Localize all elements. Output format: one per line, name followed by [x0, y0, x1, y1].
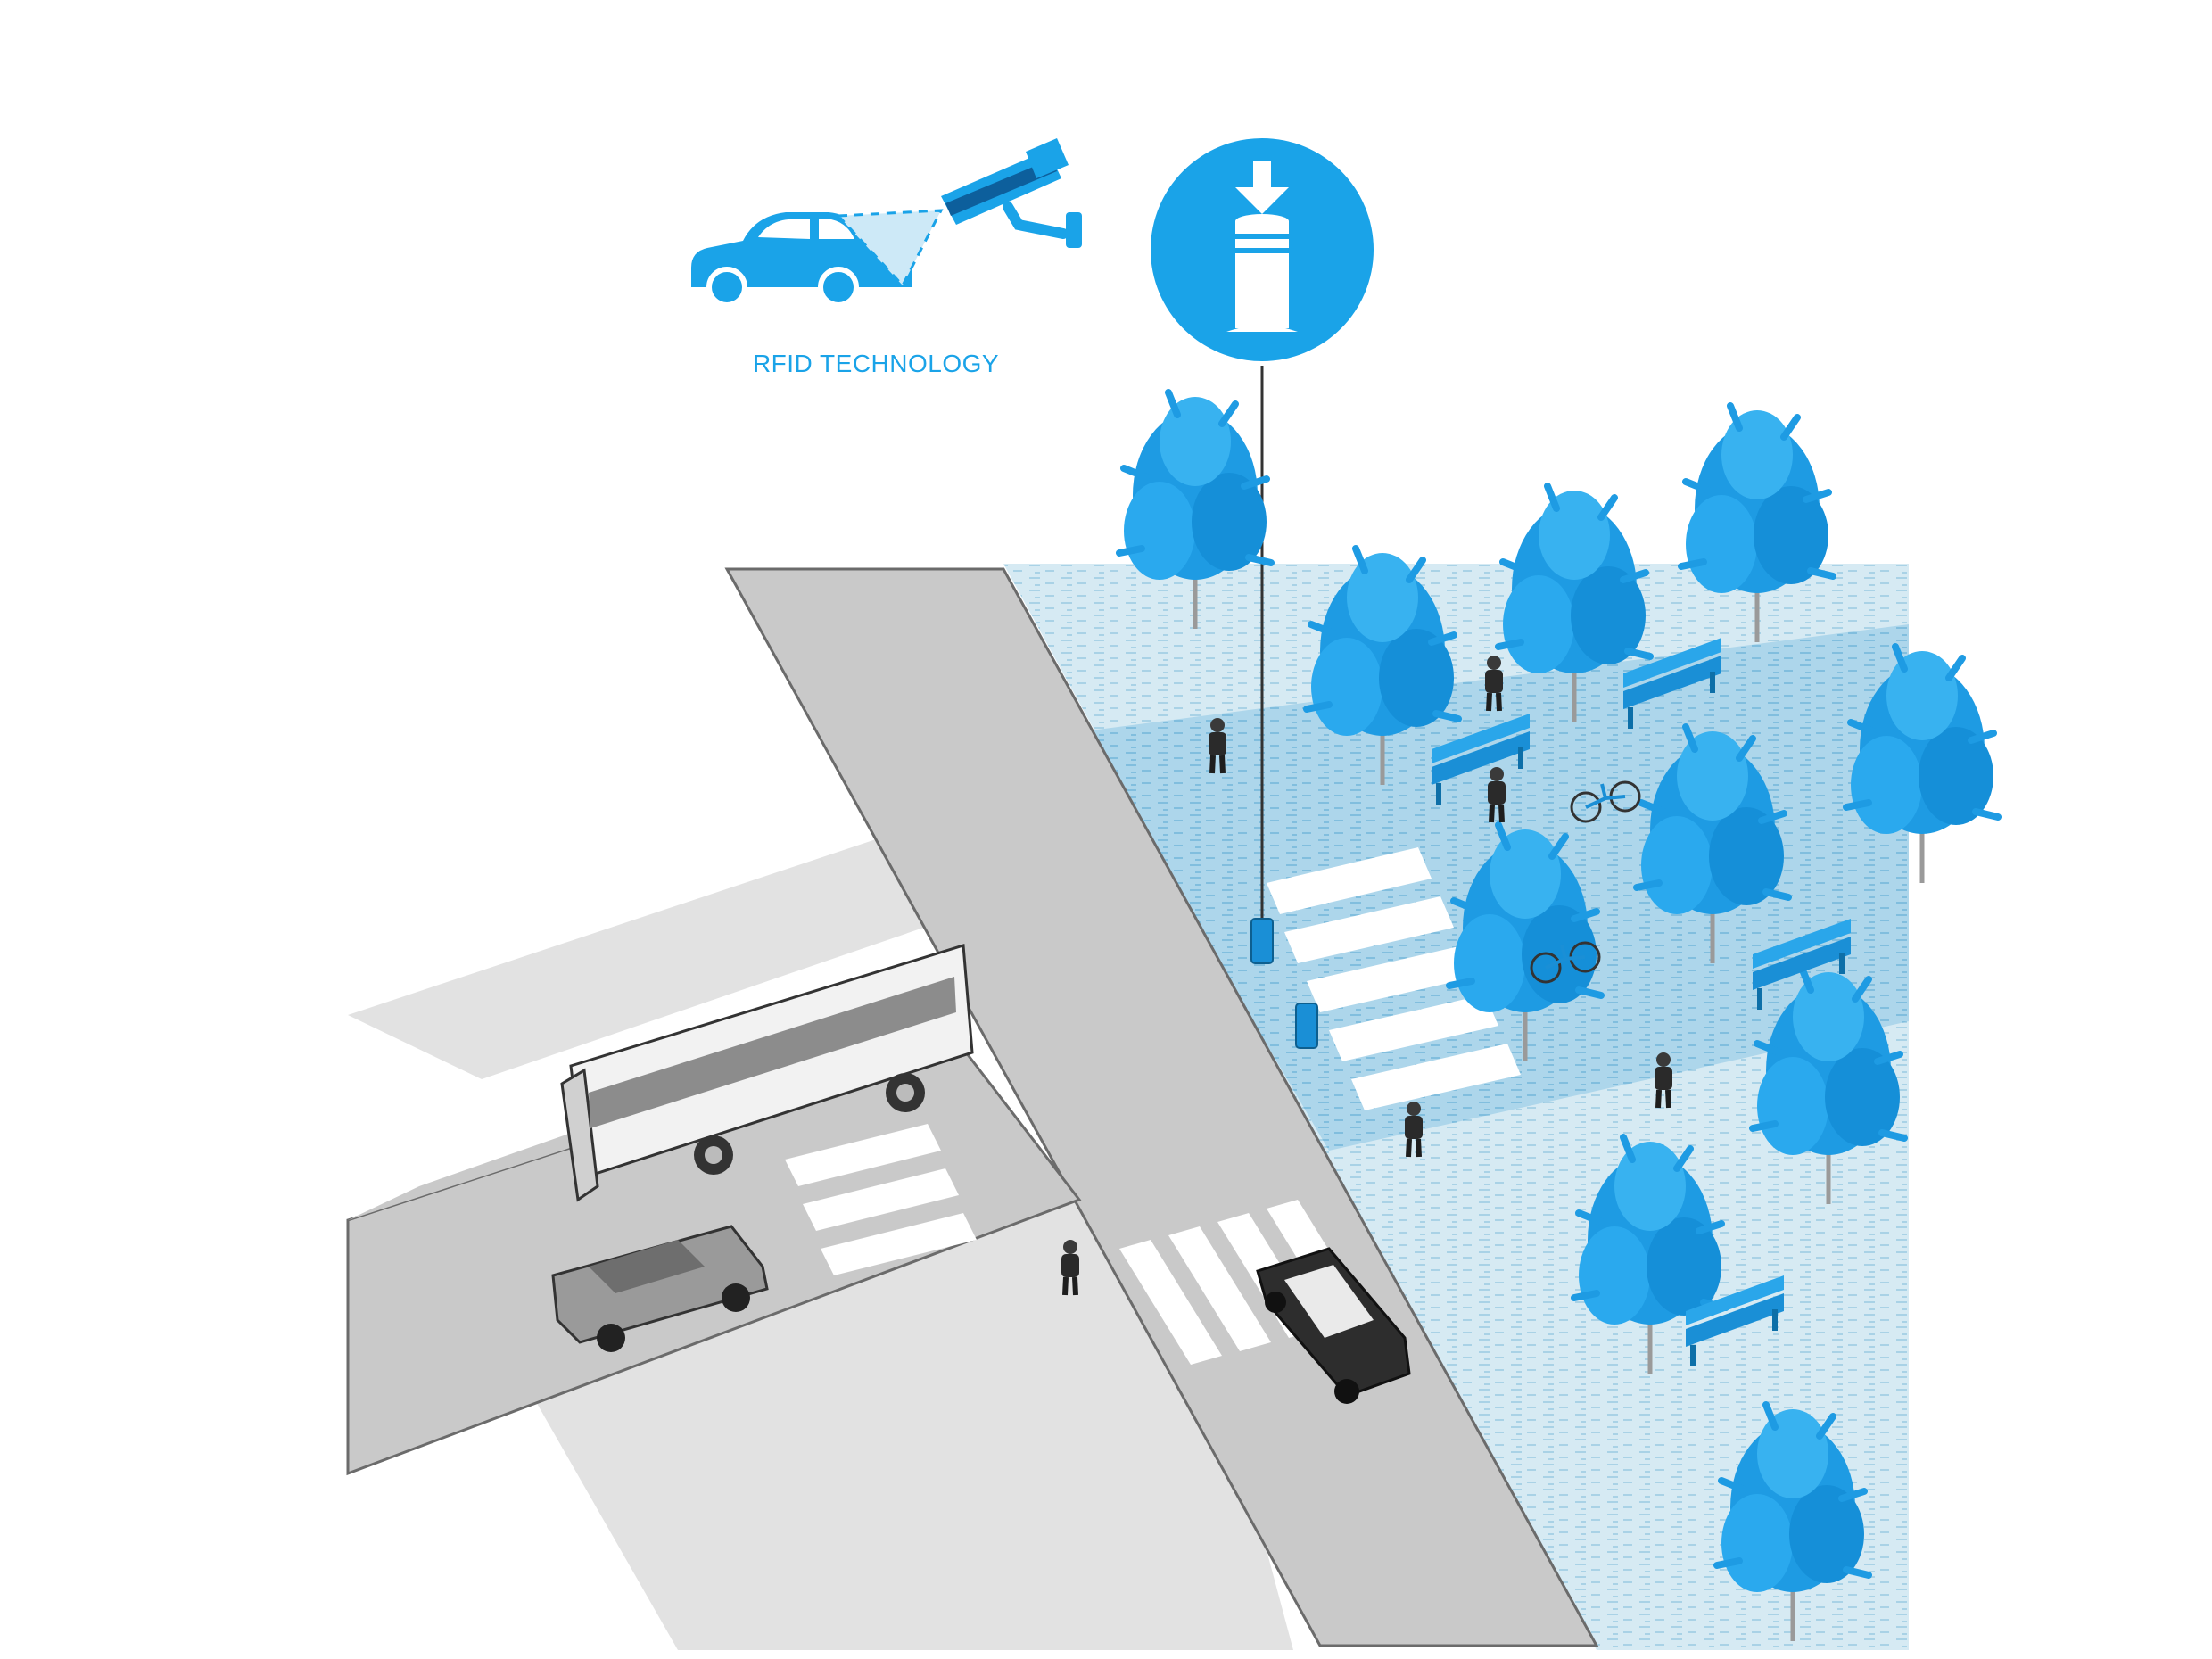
lot-area — [499, 1151, 1293, 1650]
lot-area — [348, 834, 937, 1079]
crosswalk-plaza — [1267, 847, 1521, 1110]
bollard-icon — [1295, 1003, 1318, 1049]
bus-icon — [560, 944, 974, 1202]
crosswalk-left — [785, 1124, 977, 1275]
rfid-technology-label: RFID TECHNOLOGY — [752, 350, 1000, 377]
car-black-icon — [1256, 1247, 1411, 1404]
car-grey-icon — [551, 1225, 769, 1352]
bollard-icon — [1250, 918, 1274, 964]
bollard-sign-icon — [1151, 138, 1374, 361]
camera-icon — [835, 138, 1082, 288]
